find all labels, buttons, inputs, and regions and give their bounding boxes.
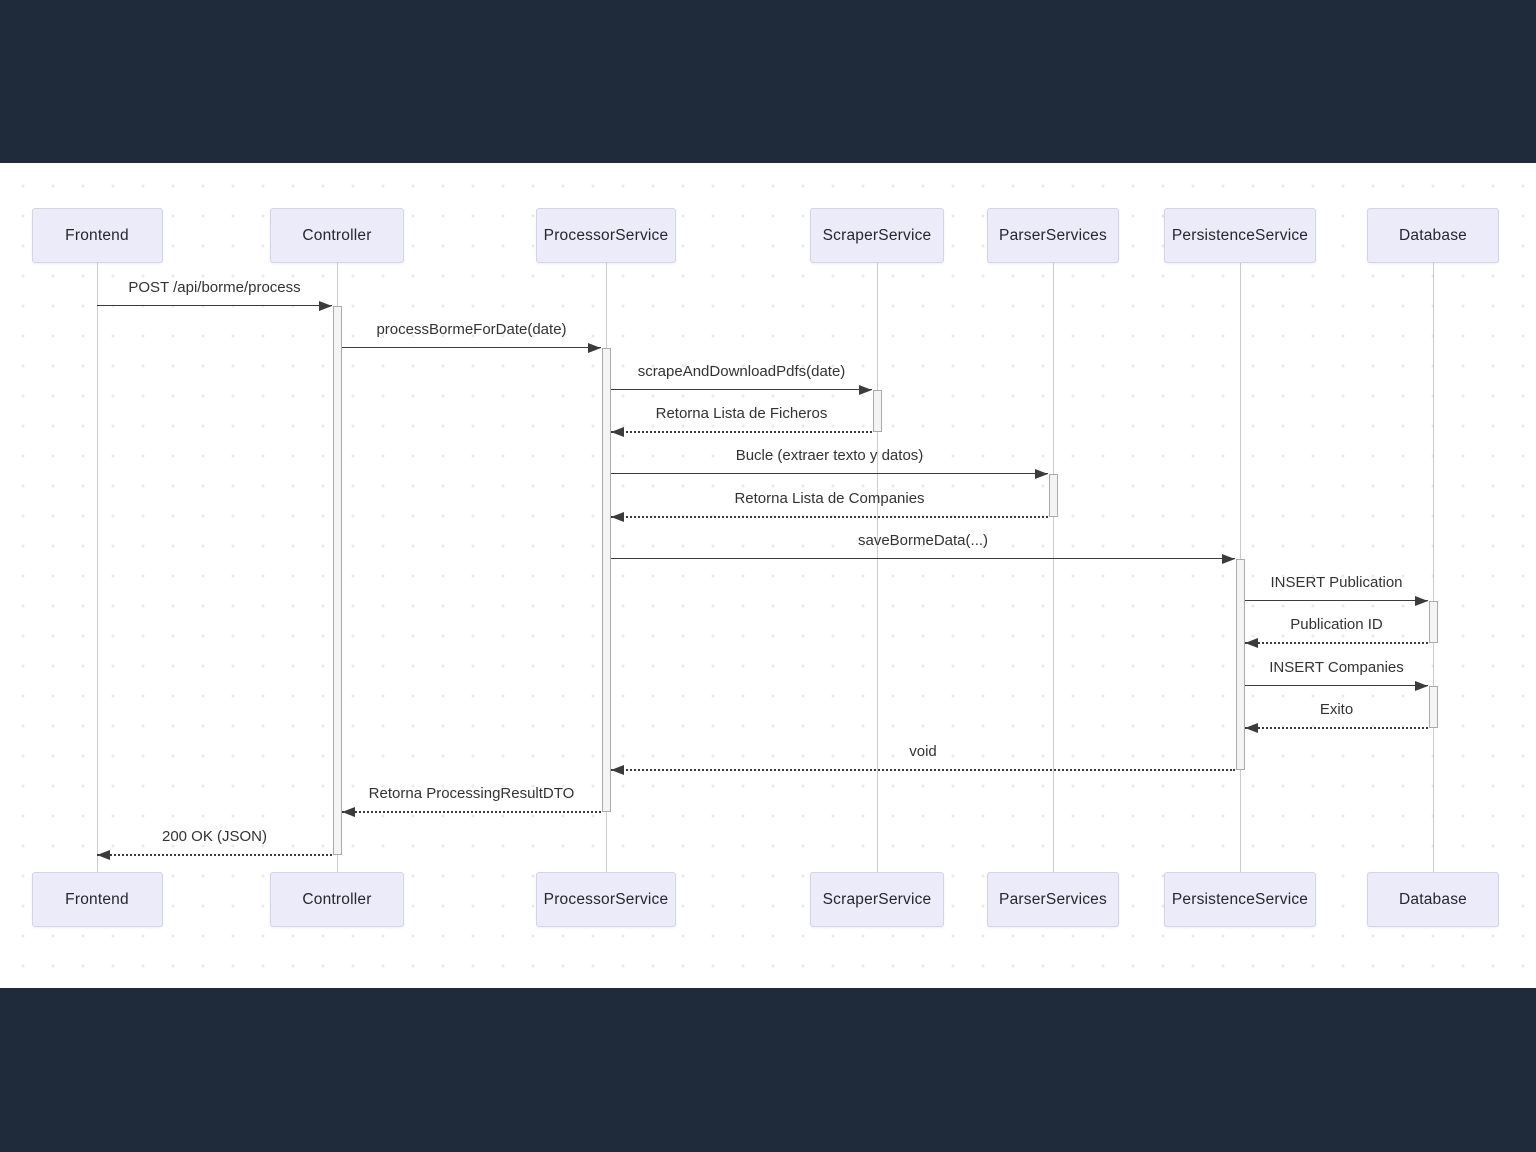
- message-line-6: [611, 558, 1235, 559]
- actor-box-top-scraper-service: ScraperService: [810, 208, 944, 263]
- message-label-7: INSERT Publication: [1270, 574, 1403, 591]
- message-label-11: void: [909, 743, 937, 760]
- message-label-1: processBormeForDate(date): [376, 321, 567, 338]
- top-backdrop-band: [0, 0, 1536, 163]
- diagram-canvas: [0, 163, 1536, 988]
- message-label-5: Retorna Lista de Companies: [734, 490, 925, 507]
- actor-box-bottom-parser-services: ParserServices: [987, 872, 1119, 927]
- message-line-5: [611, 516, 1048, 518]
- message-line-9: [1245, 685, 1428, 686]
- message-label-4: Bucle (extraer texto y datos): [735, 447, 924, 464]
- actor-box-bottom-frontend: Frontend: [31, 872, 163, 927]
- message-line-1: [342, 347, 601, 348]
- message-label-12: Retorna ProcessingResultDTO: [368, 785, 575, 802]
- message-line-0: [97, 305, 332, 306]
- message-line-13: [97, 854, 332, 856]
- activation-persistence-service: [1235, 559, 1245, 770]
- arrowhead-4: [1035, 469, 1048, 479]
- activation-database: [1428, 686, 1438, 728]
- activation-processor-service: [601, 348, 611, 812]
- arrowhead-1: [588, 343, 601, 353]
- message-label-2: scrapeAndDownloadPdfs(date): [637, 363, 846, 380]
- arrowhead-5: [611, 512, 624, 522]
- message-label-13: 200 OK (JSON): [161, 828, 268, 845]
- lifeline-database: [1432, 263, 1434, 872]
- message-line-10: [1245, 727, 1428, 729]
- message-line-3: [611, 431, 872, 433]
- actor-box-top-parser-services: ParserServices: [987, 208, 1119, 263]
- message-line-11: [611, 769, 1235, 771]
- actor-box-top-persistence-service: PersistenceService: [1164, 208, 1316, 263]
- arrowhead-2: [859, 385, 872, 395]
- arrowhead-12: [342, 807, 355, 817]
- message-label-8: Publication ID: [1290, 616, 1383, 633]
- lifeline-parser-services: [1052, 263, 1054, 872]
- message-line-4: [611, 473, 1048, 474]
- activation-controller: [332, 306, 342, 855]
- lifeline-scraper-service: [876, 263, 878, 872]
- activation-scraper-service: [872, 390, 882, 432]
- arrowhead-13: [97, 850, 110, 860]
- arrowhead-9: [1415, 681, 1428, 691]
- message-line-12: [342, 811, 601, 813]
- actor-box-bottom-persistence-service: PersistenceService: [1164, 872, 1316, 927]
- message-label-0: POST /api/borme/process: [128, 279, 301, 296]
- arrowhead-7: [1415, 596, 1428, 606]
- actor-box-top-controller: Controller: [270, 208, 404, 263]
- arrowhead-6: [1222, 554, 1235, 564]
- actor-box-bottom-database: Database: [1367, 872, 1499, 927]
- bottom-backdrop-band: [0, 988, 1536, 1152]
- activation-parser-services: [1048, 474, 1058, 517]
- actor-box-top-database: Database: [1367, 208, 1499, 263]
- arrowhead-10: [1245, 723, 1258, 733]
- arrowhead-8: [1245, 638, 1258, 648]
- arrowhead-0: [319, 301, 332, 311]
- message-label-9: INSERT Companies: [1269, 659, 1404, 676]
- message-label-3: Retorna Lista de Ficheros: [655, 405, 828, 422]
- actor-box-top-frontend: Frontend: [31, 208, 163, 263]
- actor-box-bottom-processor-service: ProcessorService: [536, 872, 676, 927]
- actor-box-bottom-scraper-service: ScraperService: [810, 872, 944, 927]
- arrowhead-3: [611, 427, 624, 437]
- actor-box-bottom-controller: Controller: [270, 872, 404, 927]
- lifeline-frontend: [96, 263, 98, 872]
- message-label-10: Exito: [1319, 701, 1354, 718]
- message-line-2: [611, 389, 872, 390]
- message-label-6: saveBormeData(...): [857, 532, 989, 549]
- message-line-7: [1245, 600, 1428, 601]
- arrowhead-11: [611, 765, 624, 775]
- actor-box-top-processor-service: ProcessorService: [536, 208, 676, 263]
- activation-database: [1428, 601, 1438, 643]
- message-line-8: [1245, 642, 1428, 644]
